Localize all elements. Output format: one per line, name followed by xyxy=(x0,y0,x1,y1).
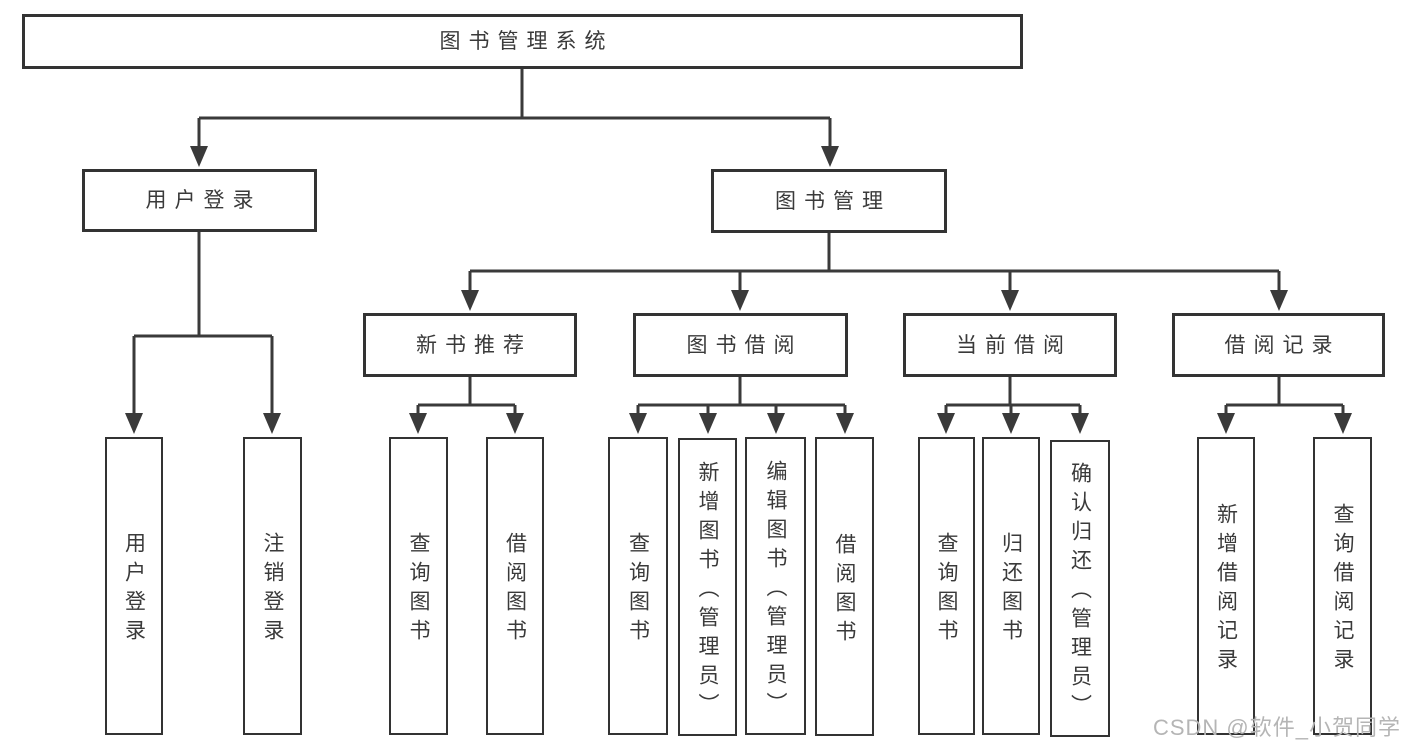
leaf-query-books-current: 查询图书 xyxy=(918,437,975,735)
leaf-edit-books-admin: 编辑图书（管理员） xyxy=(745,437,806,735)
node-book-borrow: 图书借阅 xyxy=(633,313,848,377)
node-book-management: 图书管理 xyxy=(711,169,947,233)
leaf-query-books-recommend: 查询图书 xyxy=(389,437,448,735)
leaf-borrow-books: 借阅图书 xyxy=(815,437,874,736)
leaf-add-books-admin: 新增图书（管理员） xyxy=(678,438,737,736)
csdn-watermark: CSDN @软件_小贺同学 xyxy=(1152,715,1401,740)
leaf-logout: 注销登录 xyxy=(243,437,302,735)
leaf-borrow-books-recommend: 借阅图书 xyxy=(486,437,544,735)
node-user-login: 用户登录 xyxy=(82,169,317,232)
node-new-book-recommend: 新书推荐 xyxy=(363,313,577,377)
leaf-user-login: 用户登录 xyxy=(105,437,163,735)
leaf-return-books: 归还图书 xyxy=(982,437,1040,735)
node-borrow-records: 借阅记录 xyxy=(1172,313,1385,377)
node-root-system: 图书管理系统 xyxy=(22,14,1023,69)
leaf-add-borrow-record: 新增借阅记录 xyxy=(1197,437,1255,735)
leaf-confirm-return-admin: 确认归还（管理员） xyxy=(1050,440,1110,737)
leaf-query-borrow-record: 查询借阅记录 xyxy=(1313,437,1372,735)
leaf-query-books-borrow: 查询图书 xyxy=(608,437,668,735)
node-current-borrow: 当前借阅 xyxy=(903,313,1117,377)
